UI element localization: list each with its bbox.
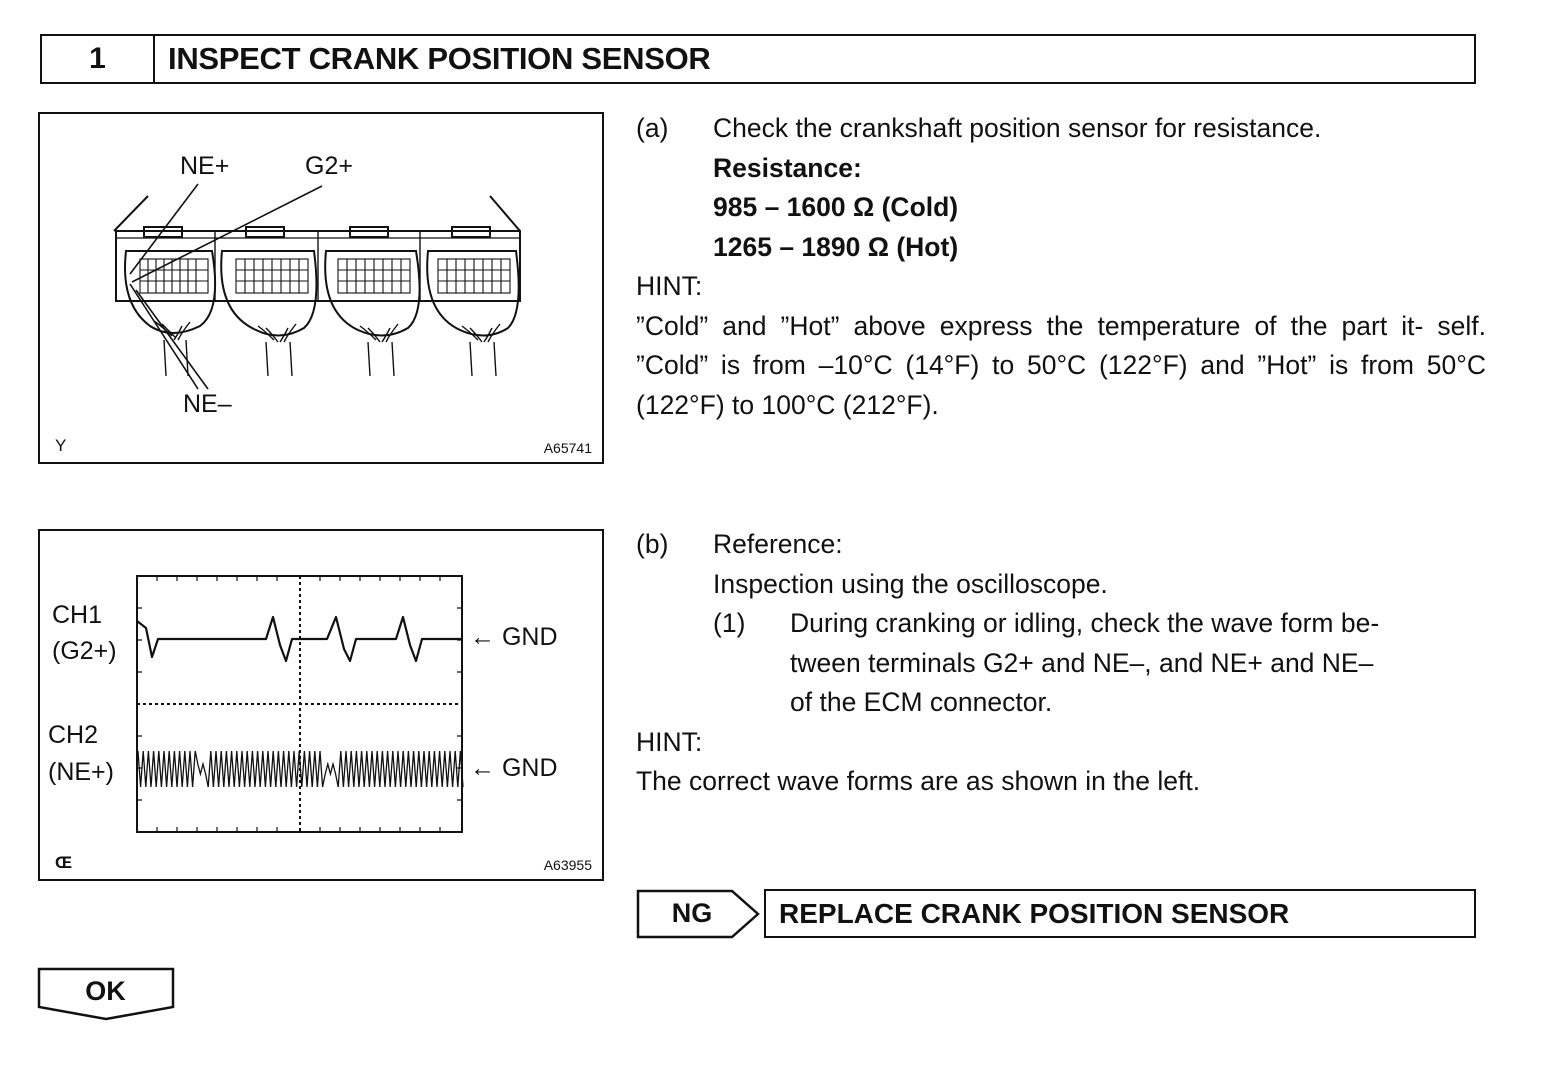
figure-corner-mark: Y <box>55 436 67 455</box>
item-1-line-3: of the ECM connector. <box>790 687 1053 717</box>
hint-label: HINT: <box>636 271 703 301</box>
ng-arrow-shape <box>636 889 760 939</box>
step-title: INSPECT CRANK POSITION SENSOR <box>168 41 711 76</box>
resistance-label: Resistance: <box>713 152 862 183</box>
item-1-line-1: During cranking or idling, check the wav… <box>790 608 1380 638</box>
hint-label: HINT: <box>636 726 703 757</box>
step-number: 1 <box>42 36 155 82</box>
connector-figure: NE+ G2+ NE– Y A65741 <box>38 112 604 464</box>
item-1-line-2: tween terminals G2+ and NE–, and NE+ and… <box>790 647 1374 678</box>
ch2-waveform <box>137 750 464 788</box>
oscilloscope-display <box>136 575 486 833</box>
ecm-connector-illustration <box>113 183 521 390</box>
ch1-signal-label: (G2+) <box>52 637 117 665</box>
ch1-label: CH1 <box>52 601 103 629</box>
ch1-gnd-label: ← GND <box>470 623 558 652</box>
section-b: (b) Reference: Inspection using the osci… <box>636 525 1486 802</box>
section-b-subtext: Inspection using the oscilloscope. <box>713 568 1108 599</box>
section-a: (a) Check the crankshaft position sensor… <box>636 109 1486 425</box>
item-1-marker: (1) <box>713 608 746 638</box>
figure-corner-mark: Œ <box>55 853 72 872</box>
resistance-cold-value: 985 – 1600 Ω (Cold) <box>713 192 959 222</box>
oscilloscope-figure: CH1 (G2+) ← GND CH2 (NE+) ← GND Œ A63955 <box>38 529 604 881</box>
section-b-text: Reference: <box>713 529 843 559</box>
ch2-signal-label: (NE+) <box>48 758 114 786</box>
ng-action-box: REPLACE CRANK POSITION SENSOR <box>764 889 1476 938</box>
hint-text: ”Cold” and ”Hot” above express the tempe… <box>636 310 1486 420</box>
ok-label: OK <box>85 975 126 1006</box>
section-a-marker: (a) <box>636 113 669 143</box>
ch2-label: CH2 <box>48 721 99 749</box>
section-a-text: Check the crankshaft position sensor for… <box>713 113 1322 143</box>
ch2-gnd-label: ← GND <box>470 754 558 783</box>
section-b-marker: (b) <box>636 529 669 559</box>
figure-id: A63955 <box>543 857 592 873</box>
figure-id: A65741 <box>543 440 592 456</box>
ng-label: NG <box>671 897 713 928</box>
ne-plus-label: NE+ <box>180 152 230 180</box>
resistance-hot-value: 1265 – 1890 Ω (Hot) <box>713 231 959 262</box>
ch1-waveform <box>136 615 462 663</box>
step-header: 1 INSPECT CRANK POSITION SENSOR <box>40 34 1476 84</box>
hint-text: The correct wave forms are as shown in t… <box>636 766 1201 796</box>
ok-arrow-shape <box>37 967 175 1021</box>
ne-minus-label: NE– <box>183 390 232 418</box>
g2-plus-label: G2+ <box>305 152 353 180</box>
